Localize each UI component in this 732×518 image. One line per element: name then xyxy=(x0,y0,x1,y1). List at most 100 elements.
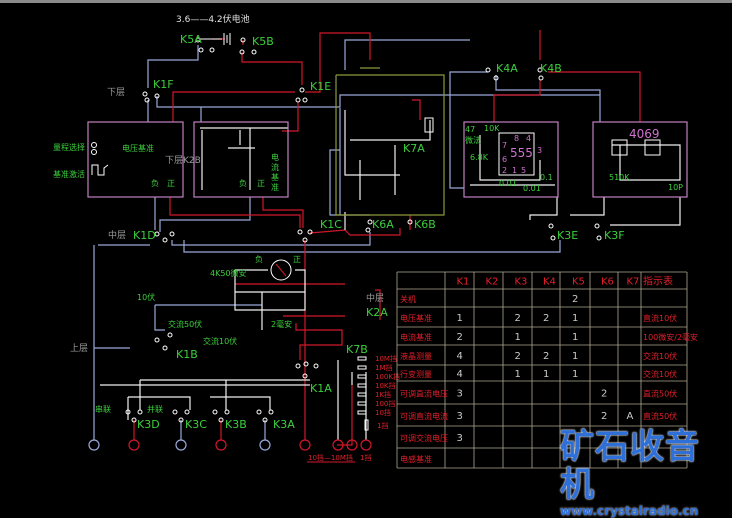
table-row-label: 电压基准 xyxy=(400,313,432,323)
range-label: 1K挡 xyxy=(375,390,391,399)
terminal-jack[interactable] xyxy=(259,439,271,451)
table-position-cell: 2 xyxy=(457,332,463,343)
switch-label-k7b: K7B xyxy=(346,343,368,356)
switch-label-k3e: K3E xyxy=(557,229,578,242)
switch-label-k3d: K3D xyxy=(137,418,160,431)
range-label-2ma: 2毫安 xyxy=(271,319,292,329)
terminal-jack[interactable] xyxy=(128,439,140,451)
meter-neg-label: 负 xyxy=(255,254,263,264)
table-row-label: 行变测量 xyxy=(400,369,432,379)
range-label: 1M挡 xyxy=(375,363,393,372)
switch-label-k4b: K4B xyxy=(540,62,562,75)
resistor-label: 6.8K xyxy=(470,153,489,162)
table-header-cell: K1 xyxy=(457,277,470,288)
table-meter-cell: 直流50伏 xyxy=(643,411,677,421)
pin-label: 6 xyxy=(502,155,507,164)
table-row-label: 关机 xyxy=(400,294,416,304)
table-meter-cell: 交流10伏 xyxy=(643,369,677,379)
switch-contacts xyxy=(125,37,602,423)
current-ref-label-char: 基 xyxy=(271,172,279,182)
table-position-cell: 4 xyxy=(457,351,463,362)
table-header-cell: K5 xyxy=(572,277,585,288)
meter-label: 4K50微安 xyxy=(210,268,247,278)
range-select-terminal xyxy=(91,149,97,155)
terminal-jack[interactable] xyxy=(88,439,100,451)
table-position-cell: 1 xyxy=(543,369,549,380)
table-position-cell: 2 xyxy=(601,389,607,400)
table-position-cell: A xyxy=(627,411,634,422)
window-top-border xyxy=(0,0,732,3)
table-position-cell: 1 xyxy=(572,332,578,343)
table-position-cell: 2 xyxy=(515,351,521,362)
battery-title: 3.6——4.2伏电池 xyxy=(176,13,250,25)
switch-label-k1f: K1F xyxy=(153,78,174,91)
table-position-cell: 1 xyxy=(457,313,463,324)
table-position-cell: 1 xyxy=(515,369,521,380)
table-meter-cell: 100微安/2毫安 xyxy=(643,332,698,342)
switch-label-k1b: K1B xyxy=(176,348,198,361)
series-label: 串联 xyxy=(95,405,111,414)
terminal-jack[interactable] xyxy=(175,439,187,451)
switch-label-k6a: K6A xyxy=(372,218,394,231)
ref-activate-label: 基准激活 xyxy=(53,169,85,179)
output-terminals xyxy=(88,439,372,451)
transformer-output xyxy=(424,117,434,133)
terminal-jack[interactable] xyxy=(360,439,372,451)
voltage-reference-module xyxy=(87,121,184,198)
range-label-ac10v: 交流10伏 xyxy=(203,336,237,346)
range-label: 100挡 xyxy=(375,399,395,408)
resistor-label: 10K xyxy=(484,124,500,133)
capacitor-label: 0.1 xyxy=(540,173,553,182)
blue-wires xyxy=(93,39,601,440)
table-row-label: 电感基准 xyxy=(400,454,432,464)
meter-pos-label: 正 xyxy=(293,255,301,264)
current-reference-module xyxy=(193,121,289,198)
resistor-label: 510K xyxy=(609,173,630,182)
bottom-range-label-1: 1挡 xyxy=(360,453,371,462)
terminal-jack[interactable] xyxy=(332,439,344,451)
capacitor-label: 0.01 xyxy=(523,184,541,193)
table-position-cell: 2 xyxy=(543,351,549,362)
table-row-label: 可调直流电压 xyxy=(400,389,448,399)
capacitor-label: 10P xyxy=(668,183,683,192)
switch-label-k1a: K1A xyxy=(310,382,332,395)
range-select-label: 量程选择 xyxy=(53,142,85,152)
range-label: 10K挡 xyxy=(375,381,396,390)
watermark: 矿石收音机 www.crystalradio.cn xyxy=(560,428,732,518)
table-header-cell: K7 xyxy=(627,277,640,288)
watermark-title: 矿石收音机 xyxy=(560,427,700,505)
range-label-10v: 10伏 xyxy=(137,292,155,302)
table-header-cell: K3 xyxy=(515,277,528,288)
terminal-jack[interactable] xyxy=(299,439,311,451)
voltage-ref-label: 电压基准 xyxy=(122,143,154,153)
range-label-ac50v: 交流50伏 xyxy=(168,319,202,329)
table-header-cell: K2 xyxy=(486,277,499,288)
switch-label-k1d: K1D xyxy=(133,229,156,242)
pin-label: 1 xyxy=(512,166,517,175)
layer-label: 中层 xyxy=(108,229,126,241)
circuit-diagram: 3.6——4.2伏电池 K5A K5B K1F 下层 K1E 量程选择 基准激活… xyxy=(53,13,698,469)
inverter-gate-2 xyxy=(644,139,661,156)
pin-label: 5 xyxy=(521,166,526,175)
table-row-label: 液晶测量 xyxy=(400,351,432,361)
capacitor-unit-label: 微法 xyxy=(465,135,481,145)
table-meter-cell: 直流10伏 xyxy=(643,313,677,323)
terminal-jack[interactable] xyxy=(215,439,227,451)
table-position-cell: 2 xyxy=(515,313,521,324)
layer-label: 下层 xyxy=(107,87,125,98)
table-header-cell: K6 xyxy=(601,277,614,288)
terminal-jack[interactable] xyxy=(346,439,358,451)
ref-activate-switch-icon xyxy=(91,164,109,176)
switch-label-k3b: K3B xyxy=(225,418,247,431)
capacitor-label: 0.01 xyxy=(499,179,517,188)
table-row-label: 可调交流电压 xyxy=(400,433,448,443)
pos-label: 正 xyxy=(257,179,265,188)
current-ref-label-char: 准 xyxy=(271,182,279,192)
layer-label-k2b: 下层K2B xyxy=(165,155,201,166)
range-label: 100K挡 xyxy=(375,372,400,381)
table-position-cell: 3 xyxy=(457,389,463,400)
range-resistors xyxy=(357,356,369,431)
switch-label-k7a: K7A xyxy=(403,142,425,155)
switch-label-k2a: K2A xyxy=(366,306,388,319)
